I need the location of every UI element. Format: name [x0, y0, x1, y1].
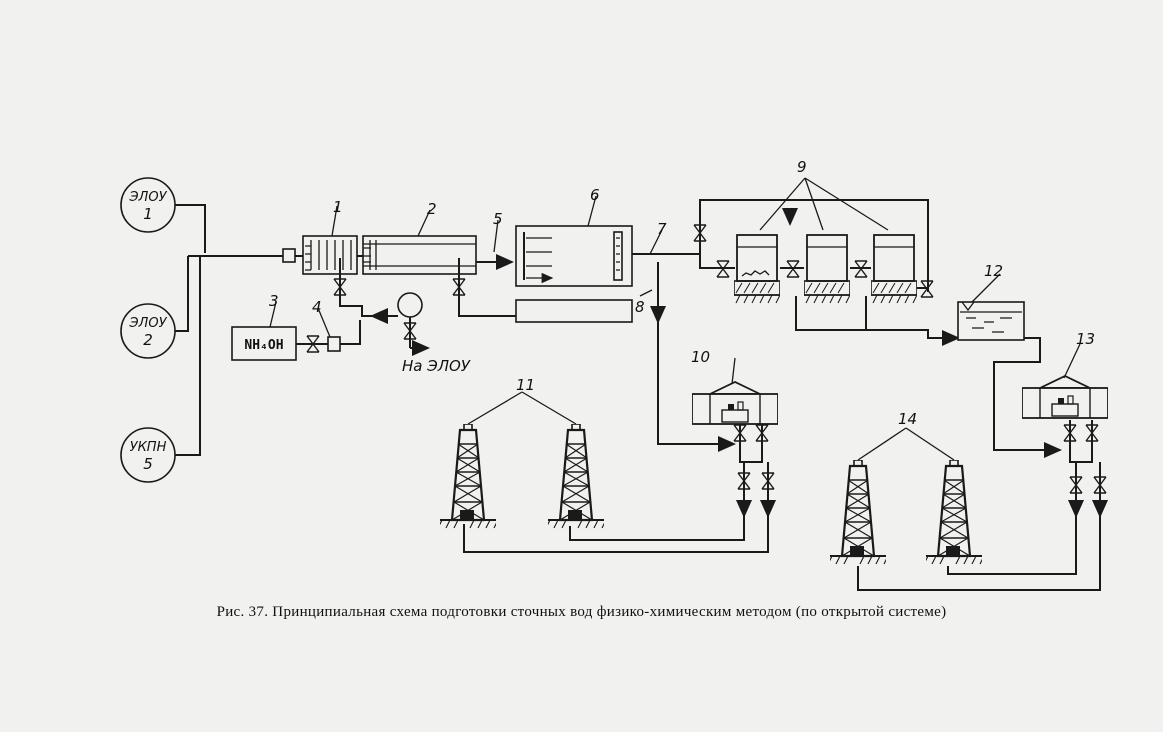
storage-tank-12: [958, 302, 1024, 340]
svg-text:4: 4: [312, 298, 322, 316]
svg-text:На ЭЛОУ: На ЭЛОУ: [402, 357, 471, 375]
pump-station-10: [692, 382, 778, 424]
svg-text:12: 12: [984, 262, 1003, 280]
svg-text:6: 6: [590, 186, 600, 204]
svg-text:9: 9: [797, 158, 807, 176]
svg-text:13: 13: [1076, 330, 1095, 348]
mixer-1: [303, 236, 363, 274]
pump: [398, 293, 422, 317]
injection-well-14b: [924, 460, 984, 564]
svg-text:1: 1: [143, 205, 153, 223]
svg-text:1: 1: [333, 198, 343, 216]
source-elou-1: ЭЛОУ 1: [121, 178, 175, 232]
settling-tanks-9: [728, 235, 921, 303]
svg-text:2: 2: [143, 331, 153, 349]
figure-caption: Рис. 37. Принципиальная схема подготовки…: [0, 604, 1163, 621]
source-ukpn-5: УКПН 5: [121, 428, 175, 482]
dosing-pump-4: [328, 337, 340, 351]
svg-text:8: 8: [635, 298, 645, 316]
svg-text:10: 10: [691, 348, 710, 366]
source-elou-2: ЭЛОУ 2: [121, 304, 175, 358]
pump-station-13: [1022, 376, 1108, 418]
svg-text:ЭЛОУ: ЭЛОУ: [128, 316, 167, 331]
svg-text:ЭЛОУ: ЭЛОУ: [128, 190, 167, 205]
item-numbers: 1 2 3 4 5 6 7 8 9 10 11 12 13 14: [269, 158, 1095, 428]
injection-well-11b: [546, 424, 606, 528]
svg-text:11: 11: [516, 376, 535, 394]
svg-text:14: 14: [898, 410, 917, 428]
svg-text:5: 5: [493, 210, 503, 228]
svg-text:5: 5: [143, 455, 153, 473]
reagent-tank-3: NH₄OH: [232, 327, 296, 360]
svg-text:УКПН: УКПН: [130, 440, 167, 455]
injection-well-11a: [438, 424, 498, 528]
svg-text:7: 7: [657, 220, 667, 238]
svg-text:3: 3: [269, 292, 279, 310]
injection-well-14a: [828, 460, 888, 564]
settler-6: [516, 226, 632, 286]
svg-text:NH₄OH: NH₄OH: [244, 338, 283, 353]
collector-tank: [516, 300, 632, 322]
svg-text:2: 2: [427, 200, 437, 218]
